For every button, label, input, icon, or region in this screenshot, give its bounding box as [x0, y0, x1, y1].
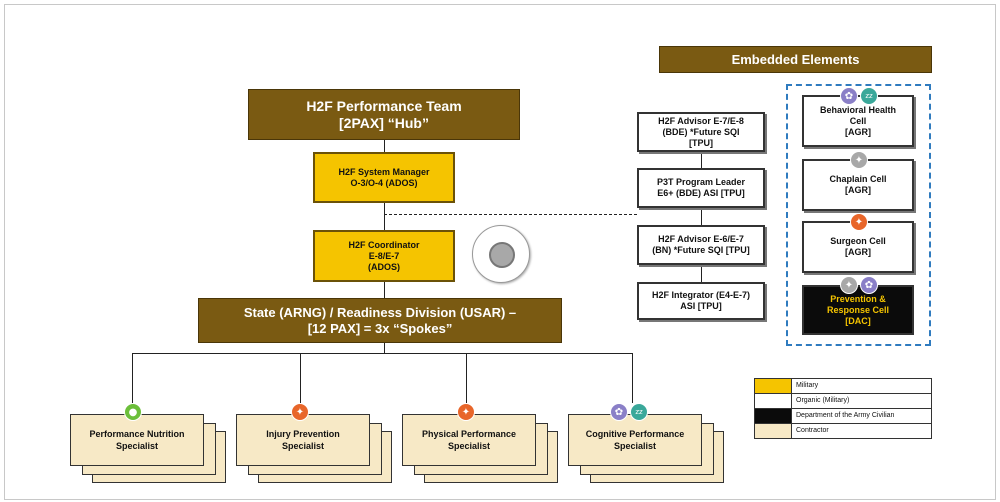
behavioral-health-line: Cell [849, 115, 867, 126]
surgeon-cell-line: [AGR] [845, 247, 871, 257]
sleep-icon: zz [630, 403, 648, 421]
legend-label-civilian: Department of the Army Civilian [796, 412, 895, 419]
spokes-box: State (ARNG) / Readiness Division (USAR)… [198, 298, 562, 343]
system-manager-rank: O-3/O-4 (ADOS) [350, 177, 418, 188]
hub-title: H2F Performance Team [306, 97, 462, 114]
hub-subtitle: [2PAX] “Hub” [339, 114, 429, 131]
specialist-role: Specialist [447, 441, 491, 451]
legend-row-military: Military [755, 379, 931, 394]
specialist-title: Physical Performance [421, 429, 517, 439]
behavioral-health-cell: Behavioral Health Cell [AGR] [802, 95, 914, 147]
connector-specialist-3 [466, 353, 467, 403]
surgeon-cell-line: Surgeon Cell [830, 236, 886, 246]
circle-emblem [472, 225, 530, 283]
p3t-program-leader-line: E6+ (BDE) ASI [TPU] [657, 188, 745, 198]
h2f-integrator-line: ASI [TPU] [680, 301, 722, 311]
connector-specialist-2 [300, 353, 301, 403]
h2f-advisor-bde-line: H2F Advisor E-7/E-8 [658, 115, 744, 126]
prevention-response-line: Response Cell [826, 304, 890, 315]
chaplain-icon: ✦ [850, 151, 868, 169]
system-manager-box: H2F System Manager O-3/O-4 (ADOS) [313, 152, 455, 203]
h2f-advisor-bde-line: (BDE) *Future SQI [662, 126, 740, 137]
chaplain-cell-line: Chaplain Cell [829, 174, 887, 184]
h2f-advisor-bde-line: [TPU] [689, 137, 713, 148]
specialist-card: Physical Performance Specialist [402, 414, 536, 466]
h2f-advisor-bn-line: H2F Advisor E-6/E-7 [658, 234, 744, 244]
legend-row-contractor: Contractor [755, 424, 931, 438]
legend-swatch-military [755, 379, 792, 393]
specialist-role: Specialist [281, 441, 325, 451]
system-manager-title: H2F System Manager [338, 166, 430, 177]
coordinator-box: H2F Coordinator E-8/E-7 (ADOS) [313, 230, 455, 282]
slide-frame [4, 4, 996, 500]
p3t-program-leader-line: P3T Program Leader [656, 177, 746, 187]
legend-label-organic: Organic (Military) [796, 397, 850, 404]
h2f-advisor-bde-box: H2F Advisor E-7/E-8 (BDE) *Future SQI [T… [637, 112, 765, 152]
legend-swatch-contractor [755, 424, 792, 438]
h2f-integrator-line: H2F Integrator (E4-E-7) [651, 290, 750, 300]
sleep-icon: zz [860, 87, 878, 105]
connector-hub-manager [384, 140, 385, 152]
specialist-bus [132, 353, 632, 354]
brain-icon: ✿ [610, 403, 628, 421]
p3t-program-leader-box: P3T Program Leader E6+ (BDE) ASI [TPU] [637, 168, 765, 208]
legend-label-military: Military [796, 382, 819, 389]
running-icon: ✦ [850, 213, 868, 231]
running-icon: ✦ [457, 403, 475, 421]
apple-icon: ● [124, 403, 142, 421]
legend-row-civilian: Department of the Army Civilian [755, 409, 931, 424]
connector-specialist-4 [632, 353, 633, 403]
connector-manager-coordinator [384, 203, 385, 230]
embedded-elements-title: Embedded Elements [731, 52, 860, 67]
dashed-connector [384, 214, 637, 215]
legend-label-contractor: Contractor [796, 427, 829, 434]
hub-box: H2F Performance Team [2PAX] “Hub” [248, 89, 520, 140]
embedded-elements-header: Embedded Elements [659, 46, 932, 73]
connector-coordinator-spokes [384, 282, 385, 298]
prevention-response-line: Prevention & [830, 293, 886, 304]
specialist-title: Cognitive Performance [585, 429, 685, 439]
embedded-cells-container [786, 84, 931, 346]
connector-spokes-bus [384, 343, 385, 353]
coordinator-status: (ADOS) [368, 261, 400, 272]
specialist-role: Specialist [115, 441, 159, 451]
legend-row-organic: Organic (Military) [755, 394, 931, 409]
specialist-title: Performance Nutrition [89, 429, 185, 439]
specialist-title: Injury Prevention [266, 429, 340, 439]
h2f-advisor-bn-box: H2F Advisor E-6/E-7 (BN) *Future SQI [TP… [637, 225, 765, 265]
specialist-card: Cognitive Performance Specialist [568, 414, 702, 466]
connector-specialist-1 [132, 353, 133, 403]
h2f-integrator-box: H2F Integrator (E4-E-7) ASI [TPU] [637, 282, 765, 320]
h2f-advisor-bn-line: (BN) *Future SQI [TPU] [652, 245, 750, 255]
specialist-card: Performance Nutrition Specialist [70, 414, 204, 466]
legend-swatch-organic [755, 394, 792, 408]
circle-emblem-inner [489, 242, 515, 268]
chaplain-cell-line: [AGR] [845, 185, 871, 195]
spokes-title: State (ARNG) / Readiness Division (USAR)… [243, 304, 517, 320]
legend-swatch-civilian [755, 409, 792, 423]
spokes-subtitle: [12 PAX] = 3x “Spokes” [307, 320, 453, 336]
running-icon: ✦ [291, 403, 309, 421]
coordinator-title: H2F Coordinator [348, 239, 420, 250]
coordinator-rank: E-8/E-7 [368, 250, 400, 261]
behavioral-health-line: [AGR] [845, 126, 871, 137]
brain-icon: ✿ [860, 276, 878, 294]
prevention-response-cell: Prevention & Response Cell [DAC] [802, 285, 914, 335]
legend: Military Organic (Military) Department o… [754, 378, 932, 439]
behavioral-health-line: Behavioral Health [819, 104, 897, 115]
middle-column-spine [701, 152, 702, 282]
chaplain-icon: ✦ [840, 276, 858, 294]
specialist-role: Specialist [613, 441, 657, 451]
specialist-card: Injury Prevention Specialist [236, 414, 370, 466]
prevention-response-line: [DAC] [845, 315, 871, 326]
brain-icon: ✿ [840, 87, 858, 105]
